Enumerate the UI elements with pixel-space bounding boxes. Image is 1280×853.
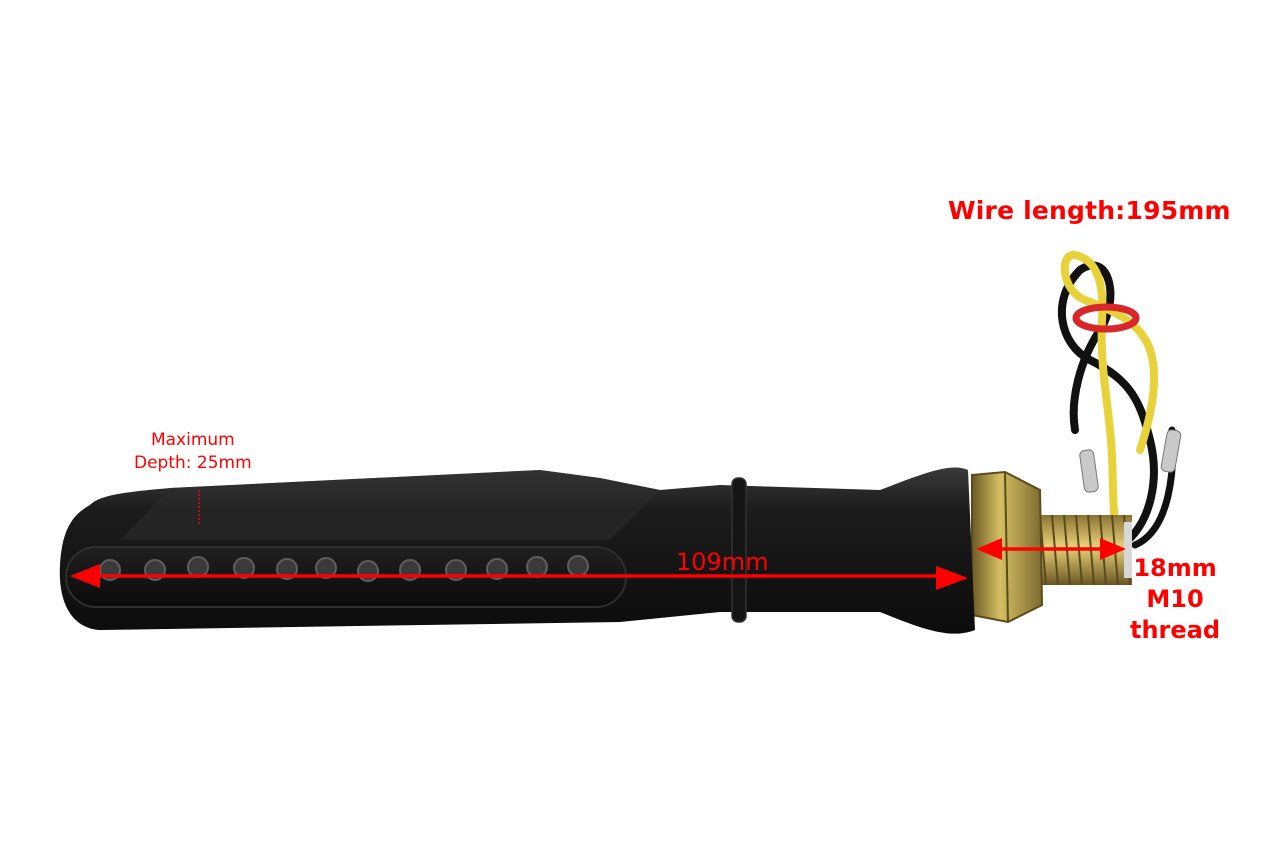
depth-label-line2: Depth: 25mm — [134, 453, 252, 473]
led — [276, 558, 298, 580]
thread-label-line2: M10 — [1146, 585, 1204, 613]
thread-label: 18mm M10 thread — [1130, 553, 1220, 646]
led — [567, 555, 589, 577]
depth-label: Maximum Depth: 25mm — [134, 429, 252, 475]
depth-label-line1: Maximum — [150, 430, 235, 450]
thread-label-line3: thread — [1130, 616, 1221, 644]
wire-connector-left — [1079, 449, 1099, 493]
yellow-wire — [1060, 251, 1159, 552]
wire-length-label: Wire length:195mm — [948, 196, 1231, 225]
body-length-label: 109mm — [676, 548, 769, 576]
thread-label-line1: 18mm — [1133, 554, 1217, 582]
black-wire — [1057, 261, 1158, 544]
led — [315, 557, 337, 579]
led — [486, 558, 508, 580]
wire-connector-right — [1160, 429, 1182, 473]
led — [357, 560, 379, 582]
rubber-ring-1 — [731, 477, 747, 623]
length-arrow — [70, 564, 968, 590]
thread-arrow — [976, 538, 1126, 560]
led — [187, 556, 209, 578]
red-band — [1072, 303, 1140, 333]
indicator-housing — [59, 467, 975, 634]
led — [526, 556, 548, 578]
wire-bundle — [1057, 251, 1182, 552]
led — [233, 557, 255, 579]
